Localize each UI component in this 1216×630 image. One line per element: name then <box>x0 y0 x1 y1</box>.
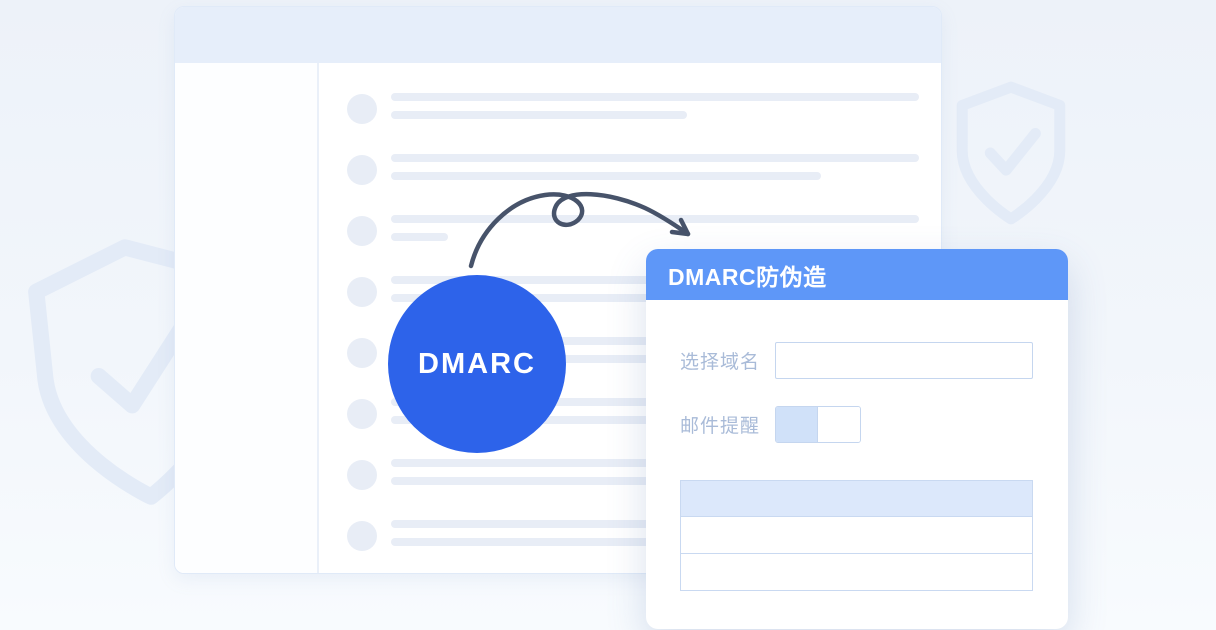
avatar-placeholder <box>347 521 377 551</box>
dialog-title: DMARC防伪造 <box>668 263 827 290</box>
mail-alert-label: 邮件提醒 <box>680 416 761 437</box>
mail-alert-toggle[interactable] <box>775 406 861 443</box>
window-header <box>175 7 941 63</box>
skeleton-lines <box>391 201 919 241</box>
skeleton-line <box>391 294 687 302</box>
dmarc-dialog: DMARC防伪造 选择域名 邮件提醒 <box>646 249 1068 629</box>
domain-select-input[interactable] <box>775 342 1033 379</box>
skeleton-line <box>391 172 821 180</box>
report-table <box>680 480 1033 591</box>
skeleton-line <box>391 233 448 241</box>
skeleton-line <box>391 93 919 101</box>
domain-field-row: 选择域名 <box>680 342 1033 379</box>
shield-check-icon <box>956 81 1066 225</box>
table-row <box>680 553 1033 591</box>
table-row <box>680 516 1033 554</box>
avatar-placeholder <box>347 460 377 490</box>
avatar-placeholder <box>347 399 377 429</box>
skeleton-lines <box>391 79 919 119</box>
toggle-track-on <box>776 407 818 442</box>
dmarc-badge-label: DMARC <box>418 347 536 380</box>
list-item <box>319 201 941 262</box>
skeleton-line <box>391 538 687 546</box>
skeleton-line <box>391 111 687 119</box>
skeleton-line <box>391 154 919 162</box>
list-item <box>319 79 941 140</box>
dialog-header: DMARC防伪造 <box>646 249 1068 300</box>
table-header-row <box>680 480 1033 517</box>
avatar-placeholder <box>347 94 377 124</box>
avatar-placeholder <box>347 155 377 185</box>
skeleton-lines <box>391 140 919 180</box>
avatar-placeholder <box>347 338 377 368</box>
dmarc-badge: DMARC <box>388 275 566 453</box>
mail-alert-field-row: 邮件提醒 <box>680 406 1033 443</box>
curved-arrow-icon <box>468 191 691 269</box>
skeleton-line <box>391 477 821 485</box>
avatar-placeholder <box>347 216 377 246</box>
list-item <box>319 140 941 201</box>
skeleton-line <box>391 215 919 223</box>
domain-select-label: 选择域名 <box>680 352 761 373</box>
dialog-body: 选择域名 邮件提醒 <box>646 342 1068 591</box>
toggle-knob <box>818 407 860 442</box>
skeleton-line <box>391 355 821 363</box>
window-sidebar <box>175 63 319 573</box>
avatar-placeholder <box>347 277 377 307</box>
